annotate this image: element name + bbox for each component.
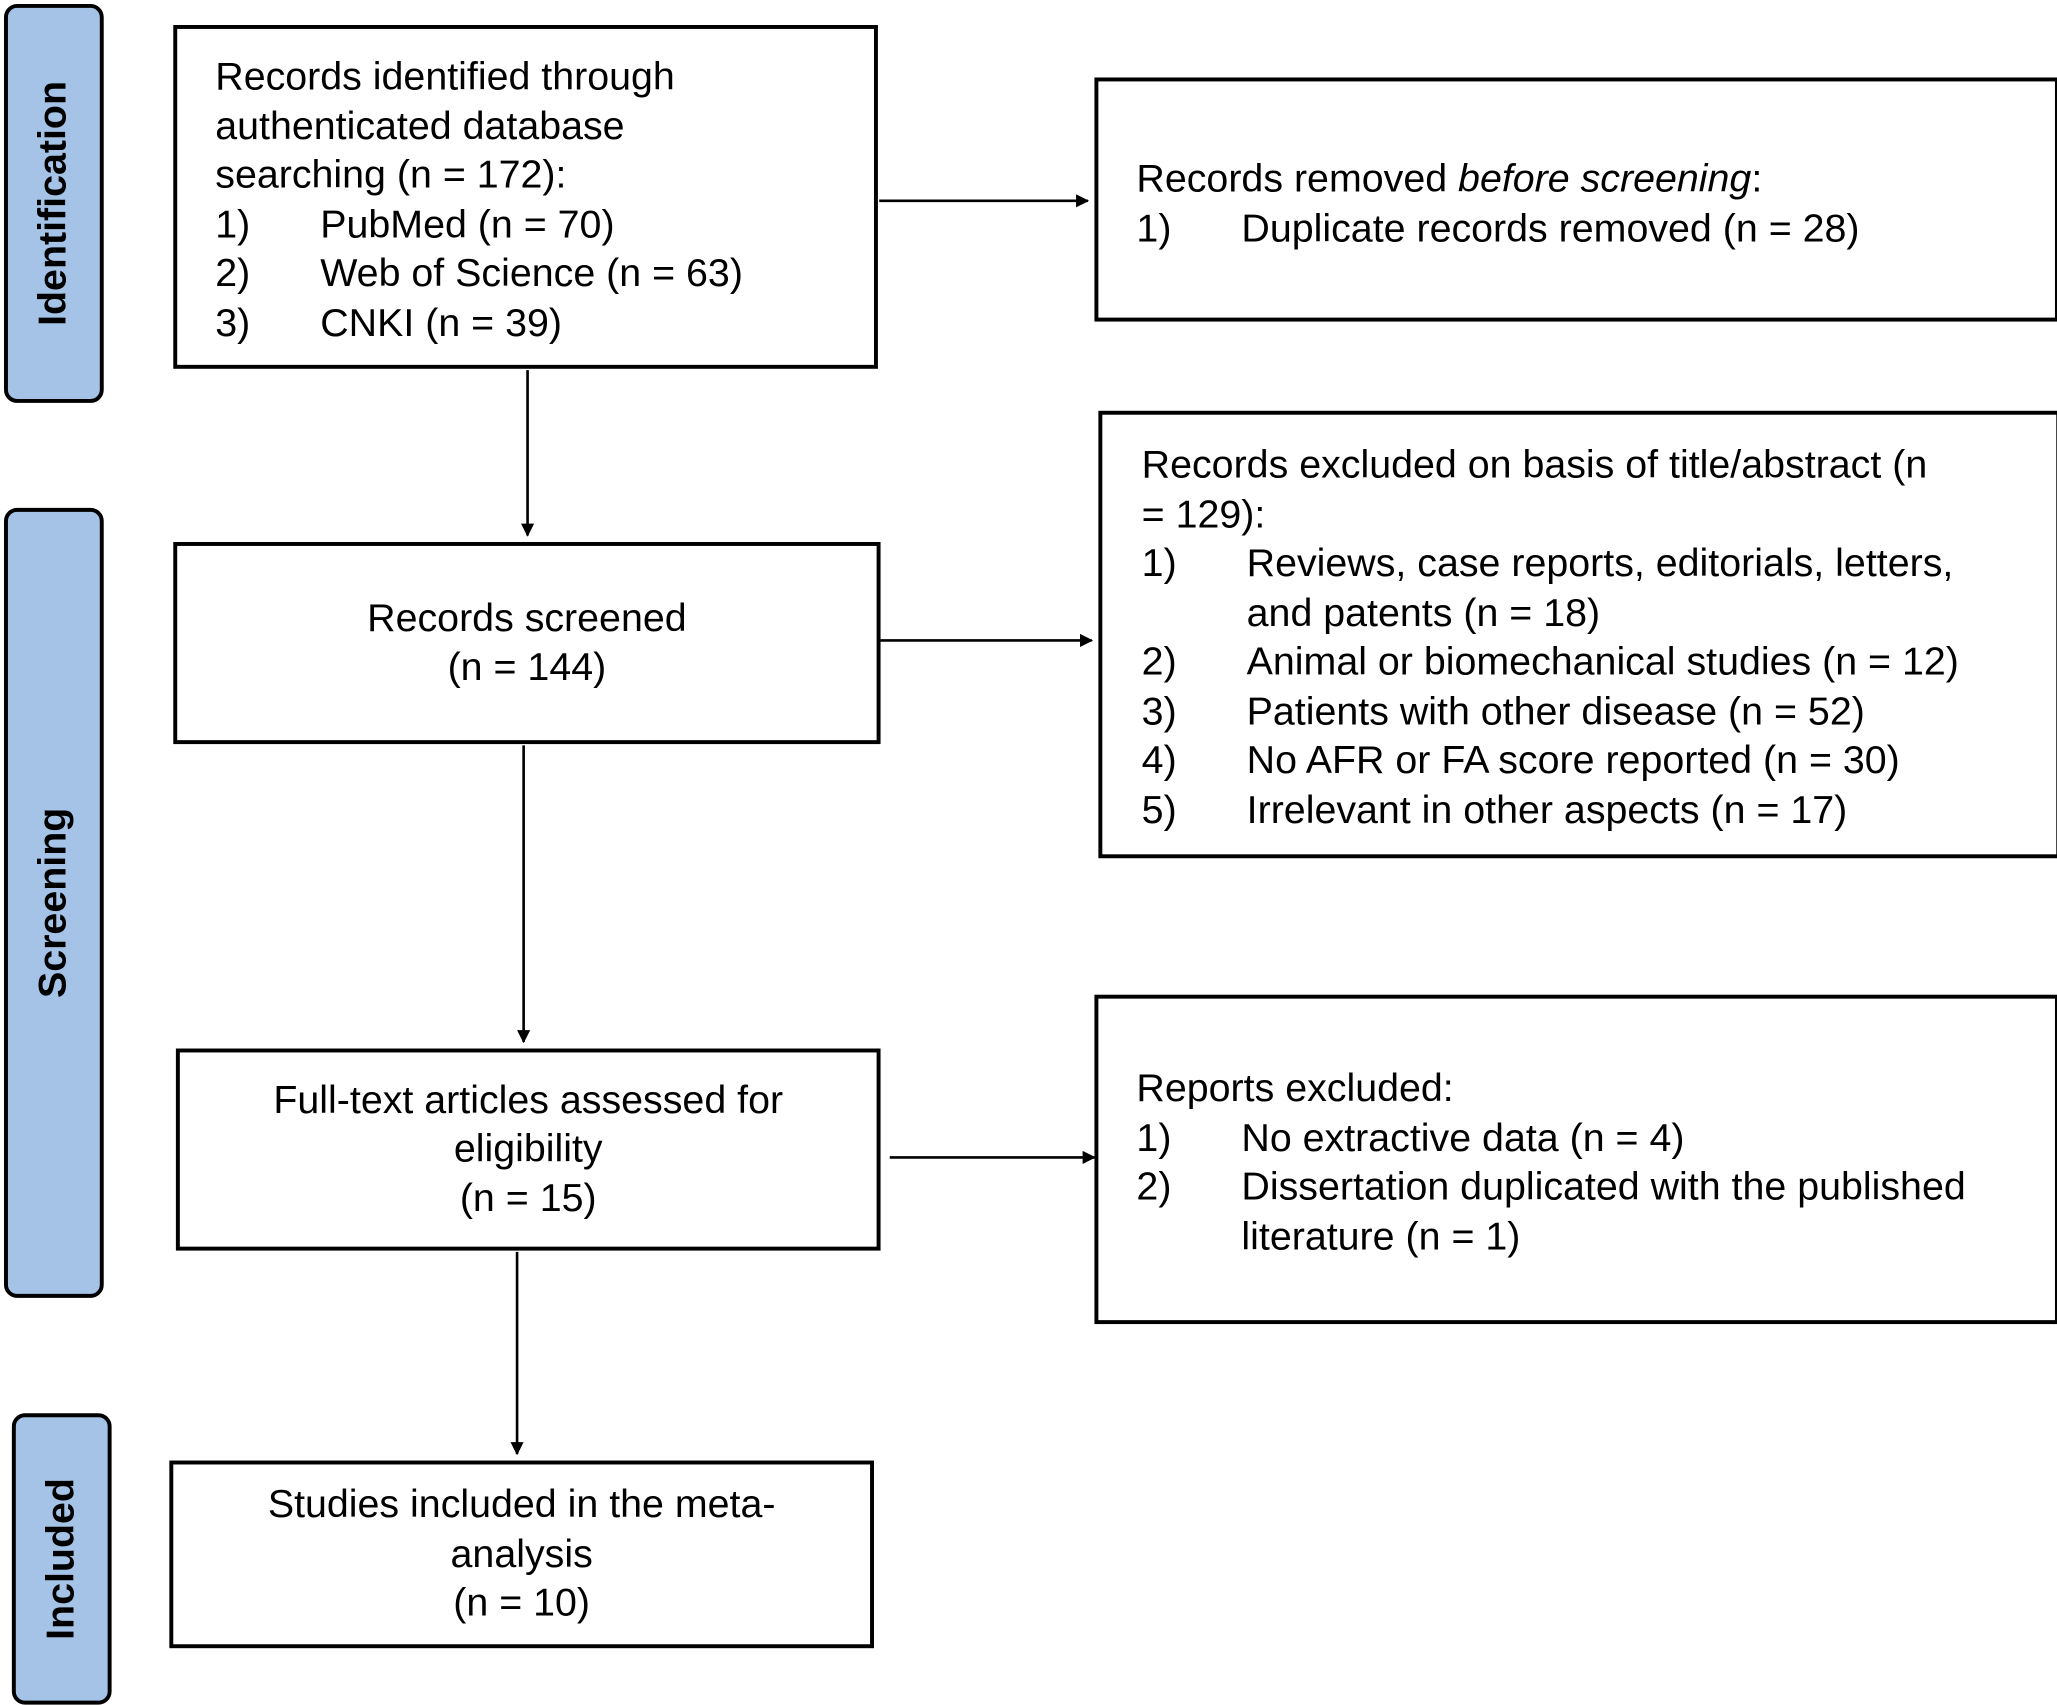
identification-box: Records identified through authenticated…	[173, 24, 878, 369]
records-removed-title-suffix: :	[1751, 157, 1763, 201]
item-text: Web of Science (n = 63)	[320, 252, 743, 296]
reports-excluded-box: Reports excluded: 1) No extractive data …	[1094, 994, 2057, 1325]
records-excluded-item: 1) Reviews, case reports, editorials, le…	[1142, 539, 2057, 637]
item-number: 3)	[215, 301, 251, 345]
item-text: No extractive data (n = 4)	[1241, 1116, 1685, 1160]
fulltext-line: eligibility	[453, 1127, 603, 1171]
records-removed-title-emphasis: before screening	[1458, 157, 1752, 201]
item-number: 4)	[1141, 738, 1177, 783]
identification-item: 1) PubMed (n = 70)	[215, 200, 874, 249]
identification-item: 2) Web of Science (n = 63)	[215, 249, 874, 298]
item-number: 5)	[1141, 788, 1177, 832]
identification-item: 3) CNKI (n = 39)	[215, 299, 874, 348]
item-number: 2)	[215, 252, 251, 296]
prisma-flow-diagram: Identification Screening Included Record…	[4, 4, 2057, 1705]
fulltext-line: (n = 15)	[459, 1176, 597, 1221]
identification-intro-line: authenticated database	[215, 104, 625, 148]
records-excluded-item: 2) Animal or biomechanical studies (n = …	[1142, 638, 2057, 687]
records-removed-box: Records removed before screening: 1) Dup…	[1094, 77, 2057, 322]
item-text-line: and patents (n = 18)	[1246, 591, 1601, 635]
identification-intro-line: Records identified through	[215, 55, 675, 99]
fulltext-line: Full-text articles assessed for	[273, 1078, 784, 1122]
item-text: Patients with other disease (n = 52)	[1246, 689, 1865, 733]
item-number: 2)	[1136, 1165, 1172, 1209]
records-screened-line: Records screened	[367, 596, 687, 640]
studies-included-box: Studies included in the meta- analysis (…	[169, 1460, 874, 1649]
item-number: 1)	[215, 202, 251, 247]
item-text: Irrelevant in other aspects (n = 17)	[1246, 788, 1848, 832]
item-number: 1)	[1136, 206, 1172, 251]
studies-included-line: analysis	[450, 1532, 593, 1576]
item-text-line: Dissertation duplicated with the publish…	[1241, 1165, 1966, 1209]
records-removed-title: Records removed before screening:	[1136, 155, 2055, 204]
item-text: Dissertation duplicated with the publish…	[1241, 1163, 2055, 1261]
item-number: 2)	[1141, 640, 1177, 684]
reports-excluded-item: 1) No extractive data (n = 4)	[1136, 1113, 2055, 1162]
item-text: Animal or biomechanical studies (n = 12)	[1246, 640, 1959, 684]
records-excluded-item: 4) No AFR or FA score reported (n = 30)	[1142, 736, 2057, 785]
connector-arrows	[510, 194, 1096, 1456]
item-text: Reviews, case reports, editorials, lette…	[1247, 539, 2057, 637]
records-excluded-item: 5) Irrelevant in other aspects (n = 17)	[1142, 785, 2057, 834]
item-text-line: Reviews, case reports, editorials, lette…	[1246, 542, 1954, 586]
phase-identification: Identification	[4, 4, 104, 403]
records-excluded-box: Records excluded on basis of title/abstr…	[1098, 410, 2057, 859]
records-excluded-intro-line: = 129):	[1141, 492, 1266, 537]
reports-excluded-title: Reports excluded:	[1136, 1066, 1454, 1111]
studies-included-line: (n = 10)	[453, 1581, 591, 1625]
studies-included-line: Studies included in the meta-	[267, 1483, 776, 1527]
reports-excluded-item: 2) Dissertation duplicated with the publ…	[1136, 1163, 2055, 1261]
records-excluded-item: 3) Patients with other disease (n = 52)	[1142, 687, 2057, 736]
records-screened-box: Records screened (n = 144)	[173, 542, 881, 745]
records-removed-item: 1) Duplicate records removed (n = 28)	[1136, 204, 2055, 253]
records-excluded-intro-line: Records excluded on basis of title/abstr…	[1141, 443, 1928, 487]
item-text: PubMed (n = 70)	[320, 202, 615, 247]
item-number: 3)	[1141, 689, 1177, 733]
records-removed-title-prefix: Records removed	[1136, 157, 1459, 201]
item-text: Duplicate records removed (n = 28)	[1241, 206, 1860, 251]
item-text: CNKI (n = 39)	[320, 301, 562, 345]
phase-screening: Screening	[4, 507, 104, 1298]
item-text-line: literature (n = 1)	[1241, 1214, 1521, 1258]
records-screened-line: (n = 144)	[447, 645, 607, 689]
identification-intro-line: searching (n = 172):	[215, 153, 567, 197]
fulltext-assessed-box: Full-text articles assessed for eligibil…	[175, 1048, 881, 1251]
item-number: 1)	[1136, 1116, 1172, 1160]
item-number: 1)	[1141, 542, 1177, 586]
item-text: No AFR or FA score reported (n = 30)	[1246, 738, 1900, 783]
